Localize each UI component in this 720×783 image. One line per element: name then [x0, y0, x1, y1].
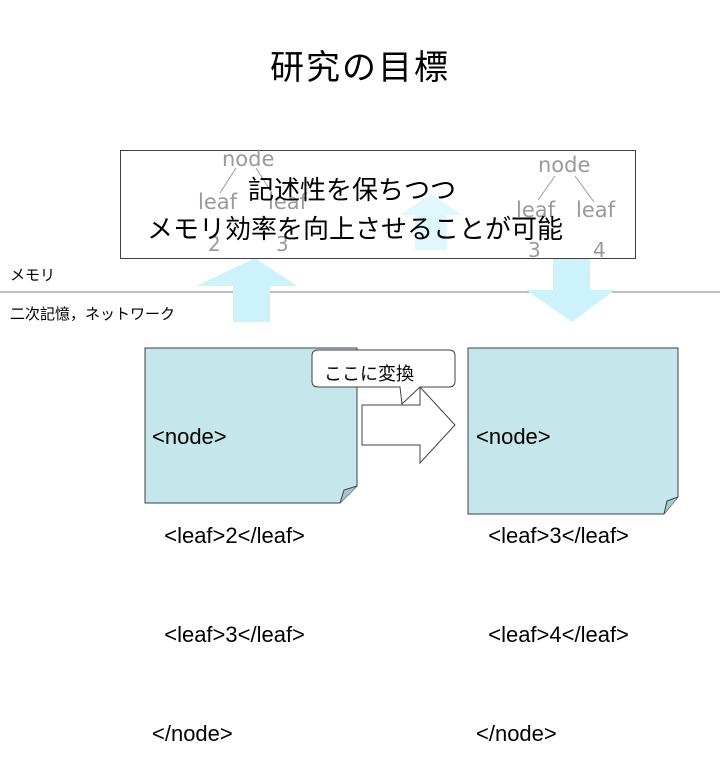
doc-left-line: <leaf>3</leaf>	[152, 622, 305, 647]
doc-right-text: <node> <leaf>3</leaf> <leaf>4</leaf> </n…	[476, 354, 629, 783]
callout-bubble	[311, 349, 456, 406]
goal-text-line1: 記述性を保ちつつ	[248, 176, 457, 206]
faint-up-arrow	[400, 194, 462, 250]
tree-left-node-label: node	[222, 147, 275, 171]
tree-left-edge-2	[255, 167, 273, 194]
tree-left-leaf1-label: leaf	[198, 190, 238, 214]
slide-title: 研究の目標	[270, 48, 450, 88]
doc-left-text: <node> <leaf>2</leaf> <leaf>3</leaf> </n…	[152, 354, 305, 783]
tree-right-edge-1	[537, 175, 556, 201]
doc-right-line: <node>	[476, 424, 551, 449]
tree-left-num1: 2	[208, 232, 221, 256]
tree-right-num1: 3	[528, 238, 541, 262]
tree-right-leaf1-label: leaf	[516, 198, 556, 222]
doc-right-line: </node>	[476, 721, 557, 746]
diagram-canvas	[0, 167, 720, 515]
down-arrow	[526, 258, 615, 322]
tree-left-edge-1	[219, 167, 237, 194]
memory-layer-label: メモリ	[10, 266, 56, 284]
tree-left-num2: 3	[276, 232, 289, 256]
doc-left-line: </node>	[152, 721, 233, 746]
tree-right-leaf2-label: leaf	[576, 198, 616, 222]
tree-right-edge-2	[574, 175, 595, 203]
storage-layer-label: 二次記憶，ネットワーク	[10, 305, 176, 323]
doc-right-fold	[663, 496, 679, 515]
doc-right-line: <leaf>3</leaf>	[476, 523, 629, 548]
goal-box	[120, 150, 636, 259]
doc-left-fold	[339, 485, 358, 504]
tree-right-node-label: node	[538, 153, 591, 177]
tree-left-leaf2-label: leaf	[268, 190, 308, 214]
tree-right-num2: 4	[593, 238, 606, 262]
transform-arrow	[361, 385, 456, 465]
goal-text-line2: メモリ効率を向上させることが可能	[147, 215, 564, 245]
doc-left-line: <leaf>2</leaf>	[152, 523, 305, 548]
doc-left-line: <node>	[152, 424, 227, 449]
up-arrow	[196, 258, 297, 322]
callout-text: ここに変換	[324, 364, 414, 385]
doc-right-line: <leaf>4</leaf>	[476, 622, 629, 647]
